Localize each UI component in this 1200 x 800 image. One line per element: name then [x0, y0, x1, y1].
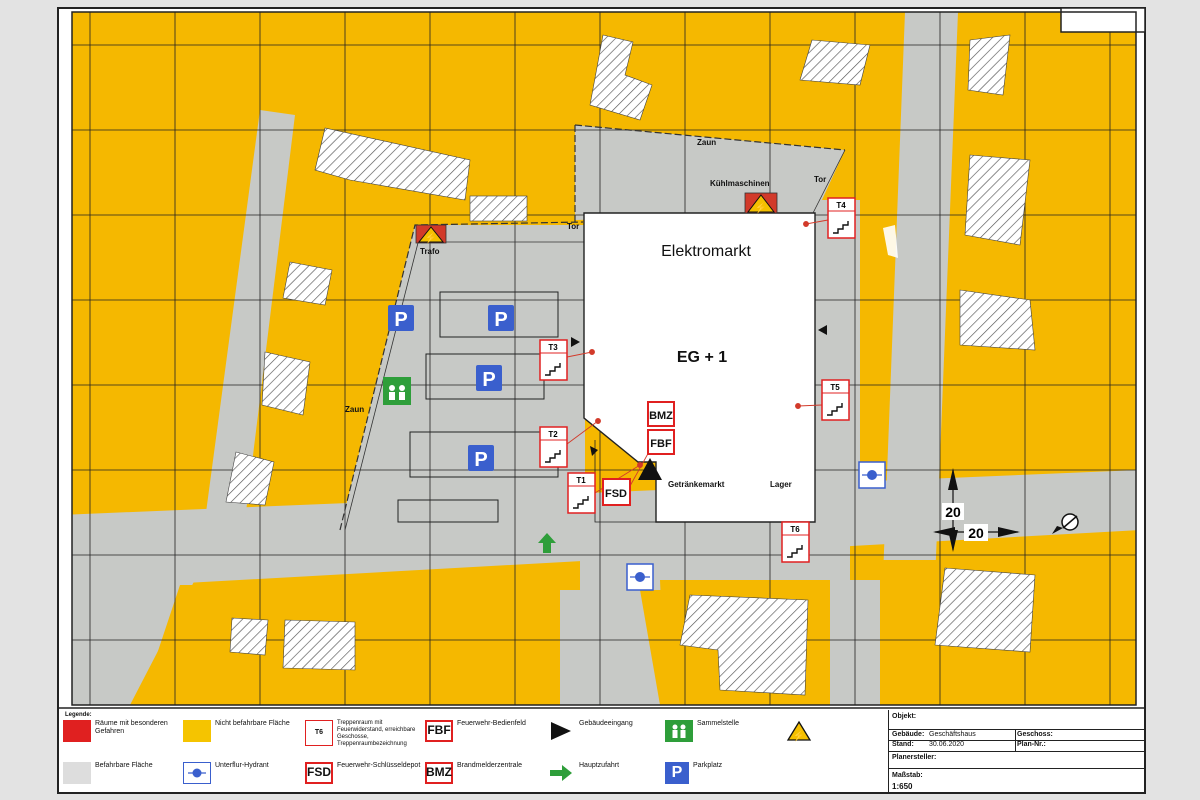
planersteller-key: Planersteller:: [892, 754, 937, 761]
stair-box-t5: T5: [821, 379, 850, 421]
hydrant-icon: [626, 563, 654, 591]
legend-item-access: Hauptzufahrt: [547, 762, 657, 784]
massstab-key: Maßstab:: [892, 772, 923, 779]
legend-item-hazard: Räume mit besonderen Gefahren: [63, 720, 183, 742]
legend-item-non-drivable: Nicht befahrbare Fläche: [183, 720, 293, 742]
stair-icon: [833, 221, 849, 234]
title-block: Objekt: Gebäude: Geschäftshaus Geschoss:…: [888, 710, 1145, 793]
svg-text:P: P: [474, 449, 487, 471]
entrance-arrow-icon: [571, 337, 580, 347]
gebaeude-value: Geschäftshaus: [929, 731, 976, 738]
hydrant-icon: [858, 461, 886, 489]
massstab-value: 1:650: [892, 782, 913, 791]
hydrant-icon: [183, 762, 211, 784]
electric-hazard-icon: ⚡: [785, 720, 813, 742]
fence: [339, 124, 846, 531]
label-tor-right: Tor: [814, 175, 826, 184]
legend-item-electric: ⚡: [785, 720, 825, 742]
stair-box-t3: T3: [539, 339, 568, 381]
drivable-area: [72, 12, 1136, 705]
entrance-arrow-icon: [818, 325, 827, 335]
legend-item-entrance: Gebäudeeingang: [547, 720, 657, 742]
parking-icon: P: [665, 762, 689, 784]
stand-key: Stand:: [892, 741, 914, 748]
svg-text:⚡: ⚡: [425, 231, 437, 244]
label-tor-left: Tor: [567, 222, 579, 231]
label-trafo: Trafo: [420, 247, 440, 256]
scale-bar-h: 20: [968, 525, 984, 541]
legend-item-drivable: Befahrbare Fläche: [63, 762, 183, 784]
stair-box-t6: T6: [781, 521, 810, 563]
kuehlmaschinen-hazard: ⚡: [744, 192, 778, 214]
svg-text:T6: T6: [790, 525, 800, 534]
svg-text:⚡: ⚡: [755, 201, 767, 214]
stair-icon: [573, 496, 589, 509]
legend-item-fbf: FBF Feuerwehr-Bedienfeld: [425, 720, 545, 742]
svg-text:⚡: ⚡: [793, 729, 805, 742]
legend-item-assembly: Sammelstelle: [665, 720, 775, 742]
svg-text:T4: T4: [836, 201, 846, 210]
stair-icon: [787, 545, 803, 558]
bmz-box: BMZ: [647, 401, 675, 427]
label-zaun-left: Zaun: [345, 405, 364, 414]
stair-icon: [545, 450, 561, 463]
parking-sign: P: [388, 305, 414, 331]
stair-icon: [827, 403, 843, 416]
building-floors: EG + 1: [677, 349, 727, 366]
stair-box-t2: T2: [539, 426, 568, 468]
label-zaun-top: Zaun: [697, 138, 716, 147]
gebaeude-key: Gebäude:: [892, 731, 925, 738]
legend-item-parking: P Parkplatz: [665, 762, 775, 784]
legend: Legende: Räume mit besonderen Gefahren N…: [61, 710, 887, 792]
electric-hazard-icon: [417, 226, 445, 243]
legend-item-fsd: FSD Feuerwehr-Schlüsseldepot: [305, 762, 423, 784]
stair-box-t4: T4: [827, 197, 856, 239]
assembly-point-icon: [665, 720, 693, 742]
entrance-arrow-icon: [590, 446, 598, 456]
scale-cross: 20 20: [933, 468, 1020, 552]
legend-item-stairway: T6 Treppenraum mit Feuerwiderstand, erre…: [305, 720, 423, 748]
svg-text:T5: T5: [830, 383, 840, 392]
svg-text:FBF: FBF: [650, 438, 672, 450]
svg-text:P: P: [482, 369, 495, 391]
svg-text:P: P: [394, 309, 407, 331]
label-kuehlmaschinen: Kühlmaschinen: [710, 179, 770, 188]
fsd-box: FSD: [602, 478, 631, 506]
stair-box-t1: T1: [567, 472, 596, 514]
main-access-arrow-icon: [538, 533, 556, 553]
entrance-arrow-icon: [638, 458, 662, 480]
scale-bar-v: 20: [945, 504, 961, 520]
svg-text:FSD: FSD: [605, 488, 627, 500]
legend-item-bmz: BMZ Brandmelderzentrale: [425, 762, 545, 784]
objekt-key: Objekt:: [892, 713, 917, 720]
main-access-arrow-icon: [547, 762, 575, 784]
electric-hazard-icon: [746, 194, 776, 213]
fbf-box: FBF: [647, 429, 675, 455]
legend-title: Legende:: [65, 712, 92, 718]
assembly-point-icon: [383, 377, 411, 405]
neighbour-buildings: [225, 34, 1036, 696]
parking-sign: P: [488, 305, 514, 331]
svg-text:BMZ: BMZ: [649, 410, 673, 422]
label-lager: Lager: [770, 480, 792, 489]
svg-text:T2: T2: [548, 430, 558, 439]
trafo-hazard: ⚡: [415, 224, 447, 244]
building-title: Elektromarkt: [661, 243, 751, 260]
svg-text:T1: T1: [576, 476, 586, 485]
plan-nr-key: Plan-Nr.:: [1017, 741, 1046, 748]
stair-icon: [545, 363, 561, 376]
entrance-arrow-icon: [547, 720, 575, 742]
svg-text:T3: T3: [548, 343, 558, 352]
label-getraenkemarkt: Getränkemarkt: [668, 480, 725, 489]
legend-item-hydrant: Unterflur-Hydrant: [183, 762, 293, 784]
geschoss-key: Geschoss:: [1017, 731, 1053, 738]
main-building: [583, 212, 816, 523]
stand-value: 30.06.2020: [929, 741, 965, 748]
north-arrow-icon: [1052, 513, 1079, 534]
parking-sign: P: [476, 365, 502, 391]
parking-sign: P: [468, 445, 494, 471]
svg-text:P: P: [494, 309, 507, 331]
